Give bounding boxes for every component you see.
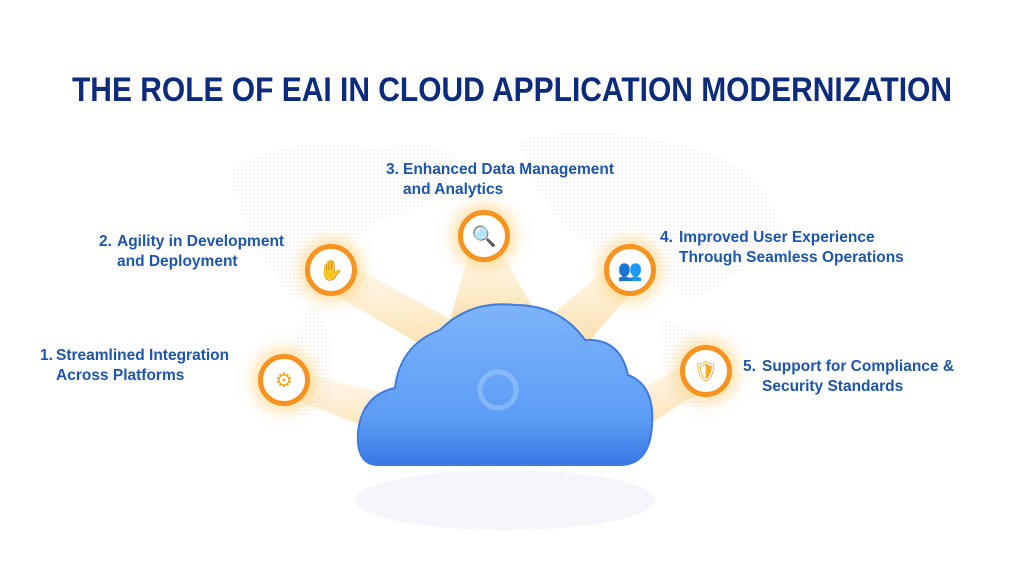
item-line-1: Enhanced Data Management	[403, 161, 615, 178]
users-icon: 👥	[604, 244, 656, 296]
item-number: 5.	[743, 358, 756, 375]
item-line-2: Security Standards	[762, 378, 904, 395]
item-number: 4.	[660, 229, 673, 246]
item-5-label: 5. Support for Compliance & Security Sta…	[743, 357, 954, 397]
item-number: 3.	[386, 161, 399, 178]
cloud-reflection	[355, 470, 655, 530]
item-line-2: Through Seamless Operations	[679, 249, 904, 266]
item-1-label: 1. Streamlined Integration Across Platfo…	[40, 346, 229, 386]
item-line-2: and Analytics	[403, 181, 504, 198]
item-line-2: Across Platforms	[56, 367, 185, 384]
item-number: 1.	[40, 347, 53, 364]
item-3-label: 3. Enhanced Data Management and Analytic…	[386, 160, 614, 200]
integration-monitor-icon: ⚙	[258, 354, 310, 406]
page-title: THE ROLE OF EAI IN CLOUD APPLICATION MOD…	[72, 71, 952, 109]
item-4-label: 4. Improved User Experience Through Seam…	[660, 228, 904, 268]
hands-gear-document-icon: ✋	[305, 244, 357, 296]
item-2-label: 2. Agility in Development and Deployment	[99, 232, 284, 272]
item-line-1: Improved User Experience	[679, 229, 875, 246]
shield-lock-icon: 🛡	[680, 345, 732, 397]
item-line-1: Streamlined Integration	[56, 347, 230, 364]
item-number: 2.	[99, 233, 112, 250]
item-line-1: Agility in Development	[117, 233, 285, 250]
cloud	[356, 303, 654, 466]
document-search-icon: 🔍	[458, 210, 510, 262]
item-line-1: Support for Compliance &	[762, 358, 955, 375]
logo-mark-icon	[477, 369, 519, 411]
item-line-2: and Deployment	[117, 253, 238, 270]
